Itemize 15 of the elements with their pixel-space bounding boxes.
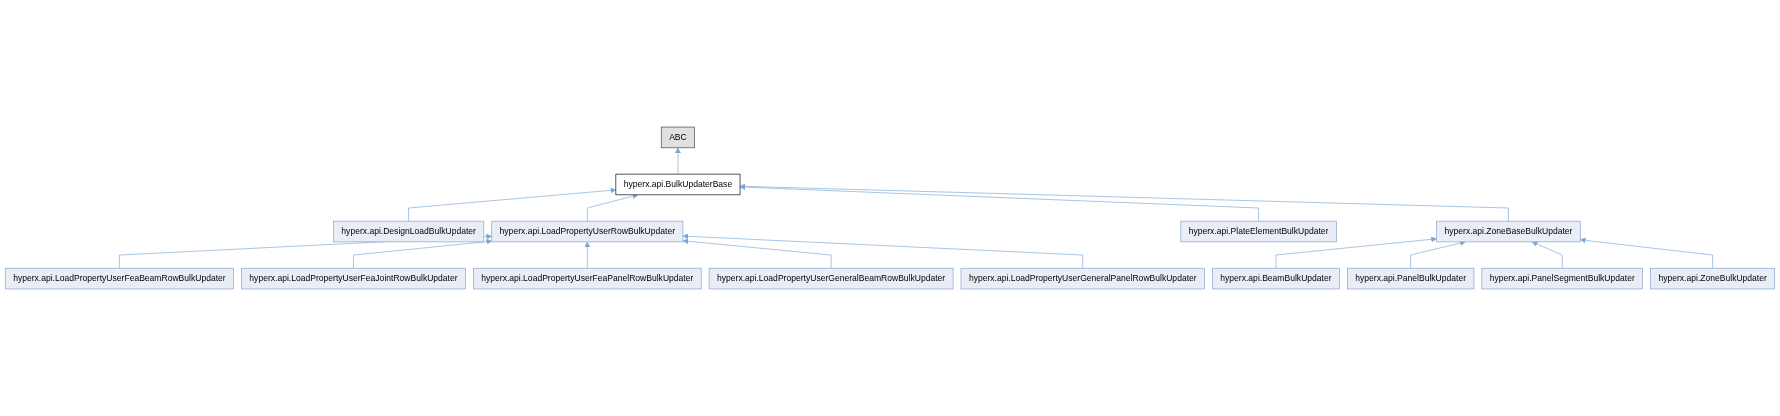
node-box: hyperx.api.PlateElementBulkUpdater xyxy=(1180,220,1337,243)
node-box: hyperx.api.PanelBulkUpdater xyxy=(1347,267,1475,290)
node-box: hyperx.api.LoadPropertyUserRowBulkUpdater xyxy=(491,220,684,243)
node-box: hyperx.api.ZoneBaseBulkUpdater xyxy=(1436,220,1581,243)
node-box: hyperx.api.ZoneBulkUpdater xyxy=(1650,267,1776,290)
node-box: ABC xyxy=(660,126,695,149)
node-box: hyperx.api.DesignLoadBulkUpdater xyxy=(333,220,485,243)
node-box: hyperx.api.LoadPropertyUserGeneralBeamRowBulkUpdater xyxy=(708,267,954,290)
node-box: hyperx.api.LoadPropertyUserGeneralPanelRowBulkUpdater xyxy=(960,267,1205,290)
node-box: hyperx.api.PanelSegmentBulkUpdater xyxy=(1481,267,1643,290)
node-box: hyperx.api.LoadPropertyUserFeaBeamRowBulkUpdater xyxy=(4,267,234,290)
node-box: hyperx.api.LoadPropertyUserFeaPanelRowBulkUpdater xyxy=(473,267,702,290)
node-box: hyperx.api.BulkUpdaterBase xyxy=(615,173,741,196)
node-box: hyperx.api.BeamBulkUpdater xyxy=(1212,267,1340,290)
node-box: hyperx.api.LoadPropertyUserFeaJointRowBulkUpdater xyxy=(241,267,466,290)
